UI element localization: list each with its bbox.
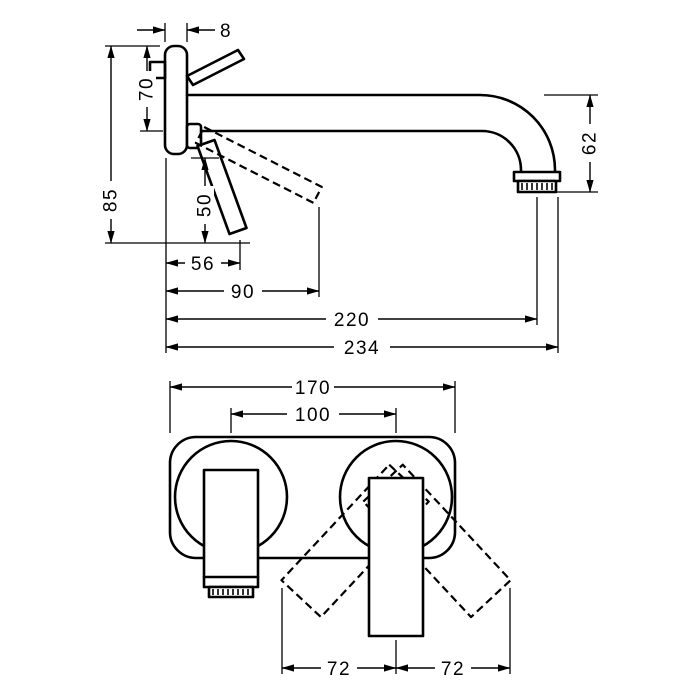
dim-label-170: 170 (295, 378, 331, 399)
dim-depth-56: 56 (165, 240, 241, 275)
dim-label-220: 220 (334, 310, 370, 331)
spout-front (202, 468, 260, 599)
dim-label-72-left: 72 (327, 659, 351, 680)
aerator-front (207, 585, 255, 599)
dim-label-8: 8 (220, 21, 232, 42)
dim-center-distance: 100 (230, 405, 397, 433)
dim-depth-234: 234 (165, 197, 559, 359)
spout-body-front (202, 468, 260, 589)
side-view: 8 70 85 50 (101, 21, 601, 359)
dim-label-72-right: 72 (441, 659, 465, 680)
spout (185, 93, 562, 194)
handle-lever (185, 122, 248, 236)
handle-lever-down (196, 138, 248, 236)
handle-lever-raised (185, 48, 246, 87)
handle-lever-swung-dashed (194, 125, 323, 204)
dim-label-56: 56 (191, 254, 215, 275)
aerator-front-hatch (212, 589, 249, 595)
front-view: 170 100 72 72 (168, 378, 512, 680)
dim-label-70: 70 (137, 77, 158, 101)
dim-handle-length: 50 (191, 157, 219, 244)
dim-label-62: 62 (580, 131, 601, 155)
aerator-flange (512, 170, 562, 183)
escutcheon-plate (163, 44, 189, 156)
dim-depth-90: 90 (165, 207, 320, 303)
dim-height-85: 85 (101, 45, 250, 244)
dim-label-90: 90 (231, 282, 255, 303)
dim-label-100: 100 (295, 405, 331, 426)
dim-spout-drop: 62 (544, 94, 601, 193)
dim-label-85: 85 (101, 188, 122, 212)
dim-label-234: 234 (344, 338, 380, 359)
spout-inner-line (185, 129, 523, 174)
handle-base (185, 122, 203, 150)
aerator-hatch (521, 183, 553, 190)
dim-plate-thickness: 8 (137, 21, 232, 42)
dim-height-70: 70 (105, 45, 163, 132)
dim-plate-width: 170 (169, 378, 456, 433)
dim-label-50: 50 (195, 193, 216, 217)
dim-handle-swing: 72 72 (281, 588, 511, 680)
spout-outer-line (185, 93, 557, 174)
dim-depth-220: 220 (165, 197, 538, 331)
handle-front (367, 476, 425, 638)
